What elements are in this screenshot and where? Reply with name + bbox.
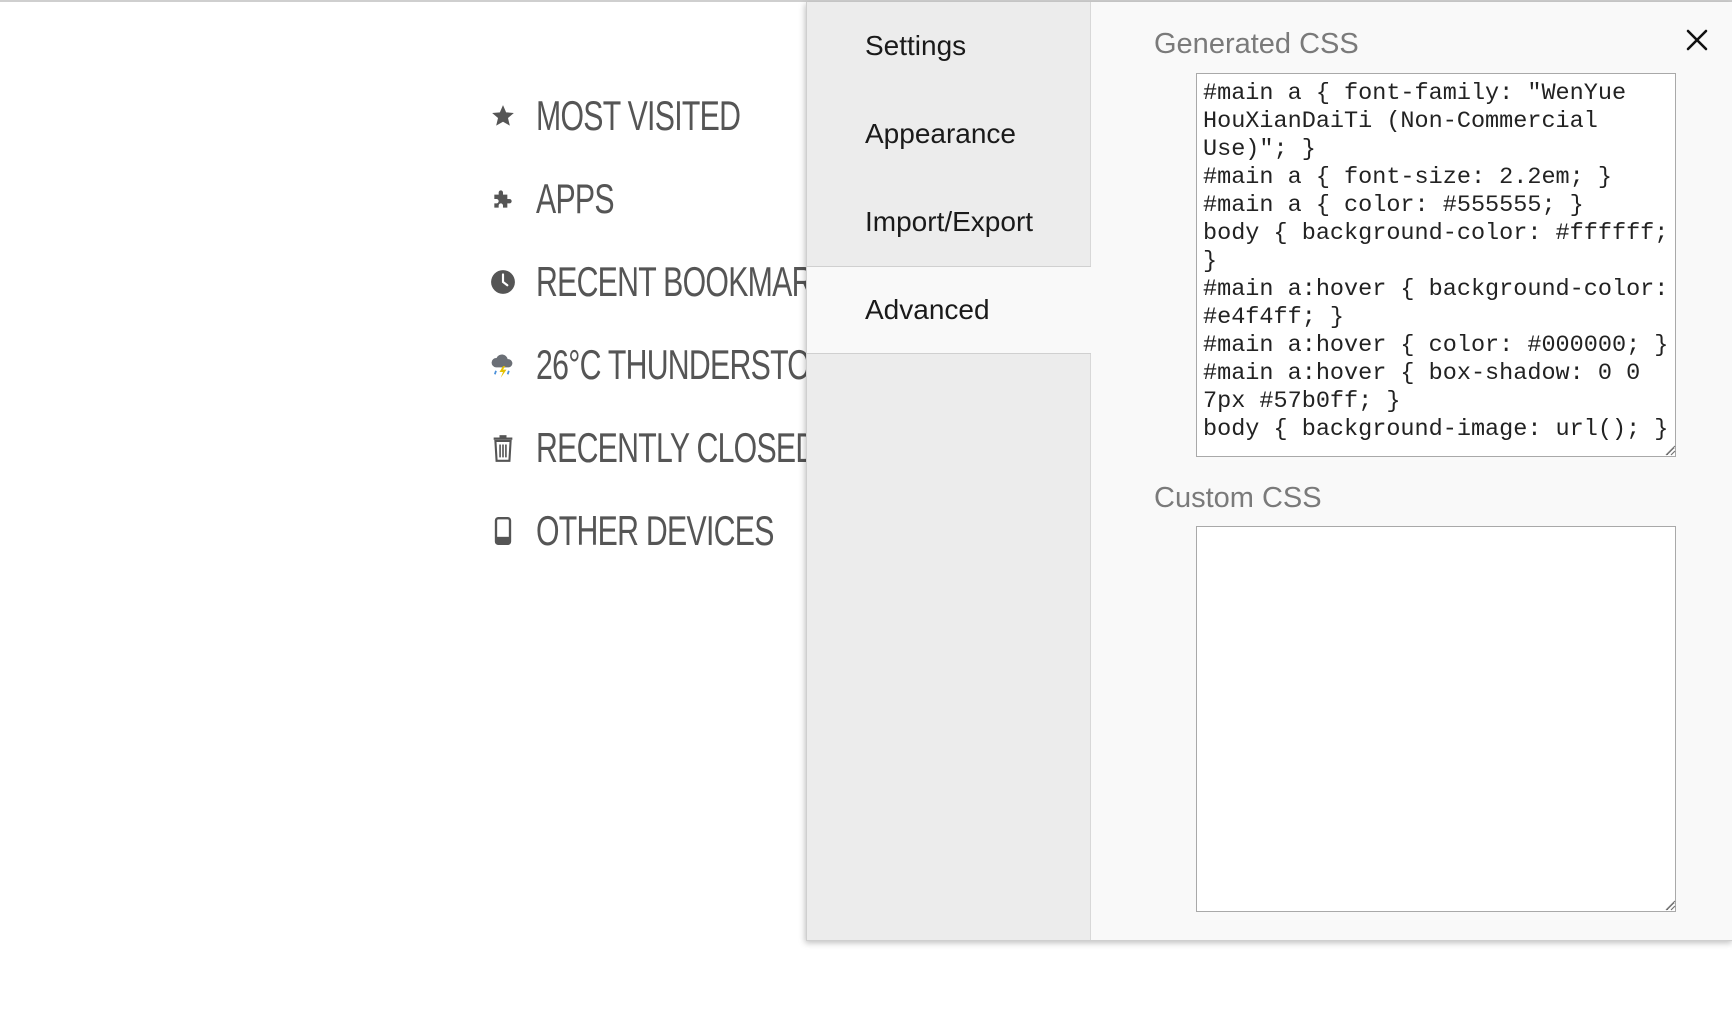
menu-item-most-visited[interactable]: MOST VISITED xyxy=(488,86,808,146)
phone-icon xyxy=(488,516,518,546)
menu-item-recent-bookmarks[interactable]: RECENT BOOKMARKS xyxy=(488,252,808,312)
puzzle-icon xyxy=(488,184,518,214)
generated-css-textarea[interactable]: #main a { font-family: "WenYue HouXianDa… xyxy=(1196,73,1676,457)
menu-item-label: RECENT BOOKMARKS xyxy=(536,258,808,305)
menu-item-other-devices[interactable]: OTHER DEVICES xyxy=(488,501,808,561)
menu-item-apps[interactable]: APPS xyxy=(488,169,644,229)
tab-appearance[interactable]: Appearance xyxy=(865,118,1017,149)
tab-advanced[interactable]: Advanced xyxy=(807,266,1091,354)
menu-item-weather[interactable]: 26°C THUNDERSTORM xyxy=(488,335,808,395)
options-tab-list: Settings Appearance Import/Export Advanc… xyxy=(807,2,1091,940)
custom-css-textarea[interactable] xyxy=(1196,526,1676,912)
advanced-pane: Generated CSS #main a { font-family: "We… xyxy=(1091,2,1732,940)
tab-settings[interactable]: Settings xyxy=(865,30,967,61)
thunderstorm-icon xyxy=(488,350,518,380)
new-tab-menu: MOST VISITED APPS RECENT BOOKMARKS 26°C … xyxy=(488,80,808,640)
generated-css-heading: Generated CSS xyxy=(1154,28,1359,60)
menu-item-label: MOST VISITED xyxy=(536,92,741,139)
custom-css-heading: Custom CSS xyxy=(1154,482,1322,514)
menu-item-label: RECENTLY CLOSED xyxy=(536,424,808,471)
menu-item-label: APPS xyxy=(536,175,615,222)
close-button[interactable] xyxy=(1677,20,1717,60)
menu-item-recently-closed[interactable]: RECENTLY CLOSED xyxy=(488,418,808,478)
tab-import-export[interactable]: Import/Export xyxy=(865,206,1034,237)
options-panel: Settings Appearance Import/Export Advanc… xyxy=(806,2,1732,941)
menu-item-label: 26°C THUNDERSTORM xyxy=(536,341,808,388)
clock-icon xyxy=(488,267,518,297)
window-top-border xyxy=(0,0,1732,2)
star-icon xyxy=(488,101,518,131)
close-icon xyxy=(1686,29,1708,51)
trash-icon xyxy=(488,433,518,463)
menu-item-label: OTHER DEVICES xyxy=(536,507,774,554)
